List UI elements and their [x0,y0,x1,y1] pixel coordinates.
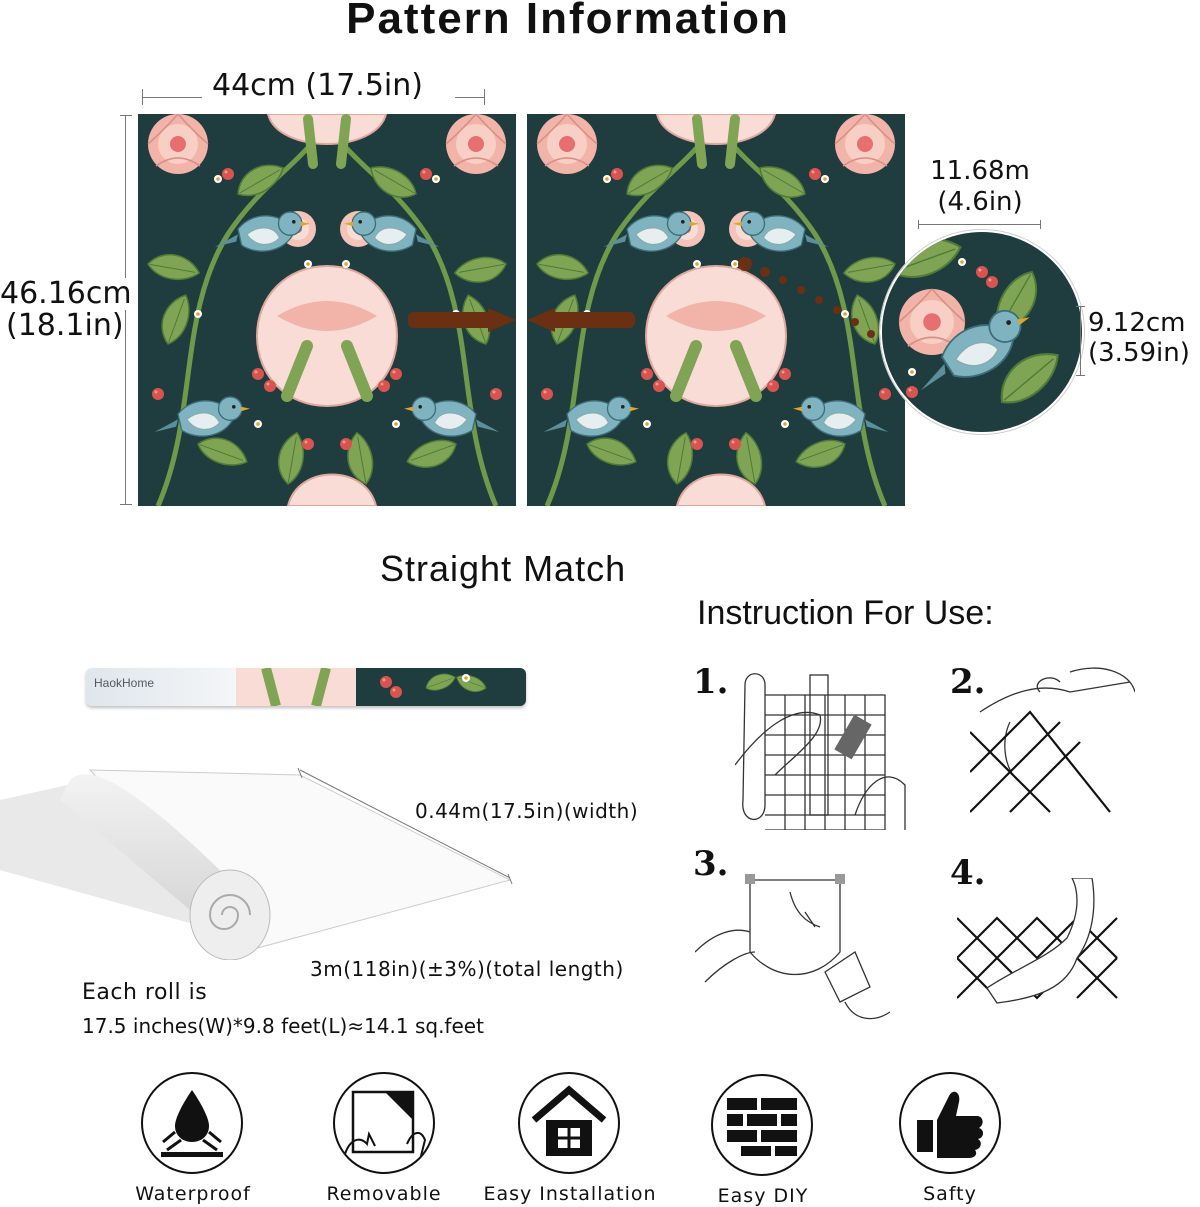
feature-waterproof-label: Waterproof [135,1183,251,1205]
feature-safety-label: Safty [923,1183,977,1205]
peel-hand-icon [344,1090,427,1157]
step-2-illustration [970,667,1135,813]
match-type-label: Straight Match [380,548,627,589]
step-number-3: 3. [693,844,729,884]
height-dimension-tick [120,115,132,116]
roll-length-label: 3m(118in)(±3%)(total length) [310,957,624,981]
step-number-1: 1. [693,662,729,702]
circle-width-metric: 11.68m [930,156,1030,186]
step-number-4: 4. [950,853,986,893]
pattern-panel-left [138,114,516,506]
circle-height-tick [1076,306,1085,307]
width-dimension-label: 44cm (17.5in) [212,68,423,103]
circle-height-line [1080,306,1081,376]
thumbs-up-icon [917,1091,984,1158]
feature-diy-circle [711,1074,813,1176]
step-number-2: 2. [950,662,986,702]
step-3-illustration [695,874,890,1020]
circle-width-tick [918,220,919,229]
roll-coverage-line1: Each roll is [82,980,208,1005]
height-dimension-line [125,115,126,505]
roll-brand-label: HaokHome [94,676,155,690]
width-dimension-tick [142,89,143,105]
feature-removable-label: Removable [326,1183,442,1205]
circle-width-tick [1040,220,1041,229]
roll-width-label: 0.44m(17.5in)(width) [415,799,639,823]
wallpaper-pattern-graphic [138,114,516,506]
height-dimension-imperial: (18.1in) [6,308,124,343]
instruction-heading: Instruction For Use: [697,594,994,632]
feature-installation-circle [518,1072,620,1174]
feature-diy-label: Easy DIY [717,1185,809,1207]
circle-width-imperial: (4.6in) [937,187,1023,217]
zoomed-bird-graphic [882,232,1082,432]
width-dimension-line [455,97,485,98]
wallpaper-pattern-graphic [527,114,905,506]
page-title: Pattern Information [346,0,790,43]
feature-removable-circle [333,1072,435,1174]
water-drop-icon [161,1090,223,1157]
width-dimension-line [142,97,202,98]
pattern-zoom-circle [880,230,1084,434]
circle-height-metric: 9.12cm [1088,308,1186,338]
height-dimension-metric: 46.16cm [0,276,132,311]
zoom-dotted-trail [738,257,875,338]
feature-safety-circle [899,1072,1001,1174]
pattern-panel-right [527,114,905,506]
height-dimension-tick [120,504,132,505]
step-1-illustration [735,673,906,830]
circle-width-line [918,224,1041,225]
circle-height-tick [1076,375,1085,376]
circle-height-imperial: (3.59in) [1088,338,1190,368]
roll-coverage-line2: 17.5 inches(W)*9.8 feet(L)≈14.1 sq.feet [82,1014,484,1038]
packaged-roll: HaokHome [86,668,526,706]
feature-waterproof-circle [141,1072,243,1174]
unrolled-roll-graphic [0,767,513,960]
width-dimension-tick [484,89,485,105]
feature-installation-label: Easy Installation [483,1183,657,1205]
roll-pattern-graphic [236,668,526,706]
step-4-illustration [957,878,1118,1004]
house-icon [531,1085,607,1156]
brick-wall-icon [727,1098,797,1156]
